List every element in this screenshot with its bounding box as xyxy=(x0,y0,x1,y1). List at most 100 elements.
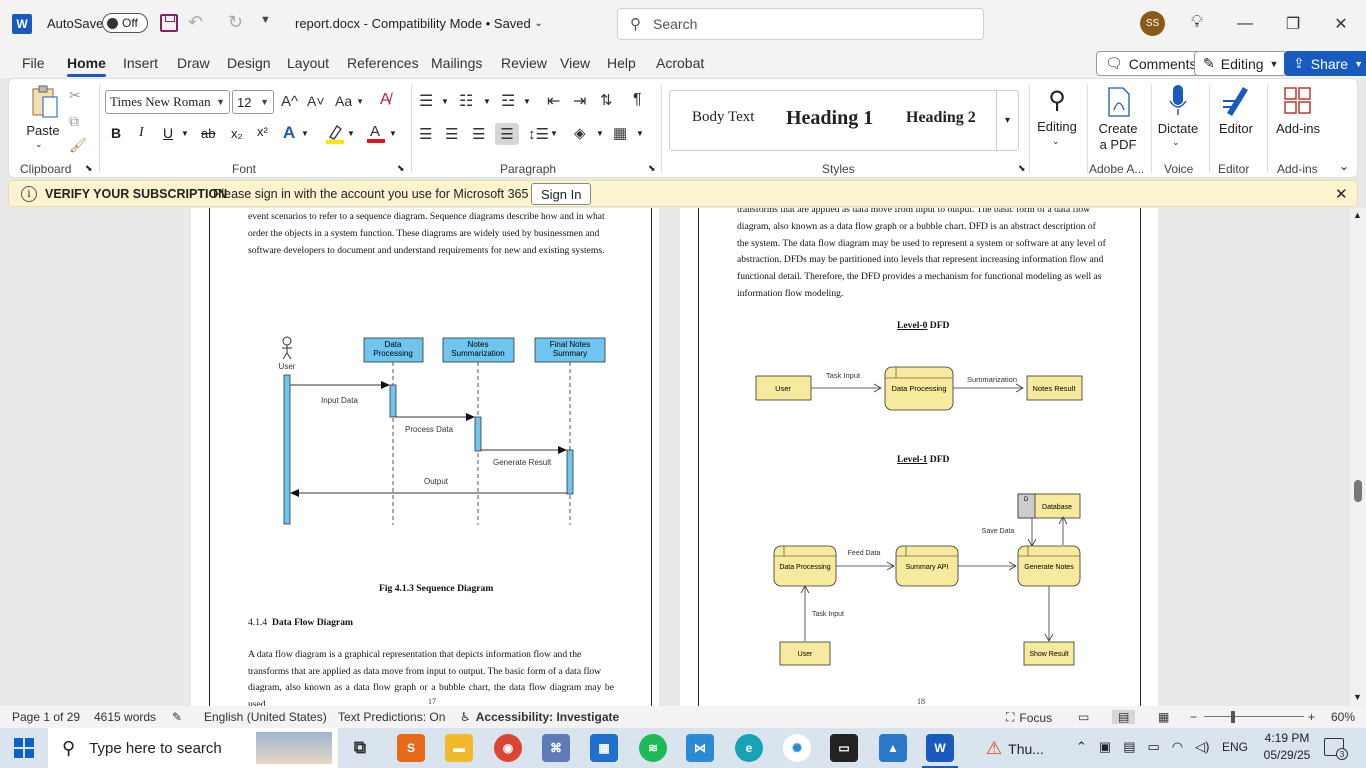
editing-mode-button[interactable]: ✎Editing▼ xyxy=(1194,51,1288,76)
web-layout-icon[interactable]: ▦ xyxy=(1158,710,1170,724)
undo-icon[interactable]: ↶ xyxy=(188,12,204,32)
photos-icon[interactable]: ▲ xyxy=(879,734,907,762)
tab-mailings[interactable]: Mailings xyxy=(431,55,483,71)
editing-group-button[interactable]: Editing xyxy=(1037,119,1077,134)
chevron-down-icon[interactable]: ▼ xyxy=(550,129,558,138)
chevron-down-icon[interactable]: ⌄ xyxy=(1172,137,1180,147)
chevron-down-icon[interactable]: ▼ xyxy=(181,129,189,138)
terminal-icon[interactable]: ▭ xyxy=(830,734,858,762)
scrollbar-thumb[interactable] xyxy=(1354,480,1362,502)
tab-layout[interactable]: Layout xyxy=(287,55,330,71)
zoom-level[interactable]: 60% xyxy=(1331,710,1356,724)
task-view-icon[interactable]: ⧉ xyxy=(353,738,367,757)
document-title[interactable]: report.docx - Compatibility Mode • Saved… xyxy=(295,16,543,31)
tab-help[interactable]: Help xyxy=(607,55,636,71)
grow-font-icon[interactable]: A^ xyxy=(281,93,299,110)
increase-indent-icon[interactable]: ⇥ xyxy=(573,93,587,110)
numbering-icon[interactable]: ☷ xyxy=(459,93,474,110)
style-heading-2[interactable]: Heading 2 xyxy=(906,109,976,126)
save-icon[interactable] xyxy=(160,14,178,32)
app-icon[interactable]: ✺ xyxy=(783,734,811,762)
shrink-font-icon[interactable]: A˅ xyxy=(307,93,325,109)
network-app-icon[interactable]: ⌘ xyxy=(542,734,570,762)
subscript-button[interactable]: x₂ xyxy=(231,126,243,141)
wifi-icon[interactable]: ◠ xyxy=(1171,739,1184,754)
text-predictions-status[interactable]: Text Predictions: On xyxy=(338,710,446,724)
word-taskbar-icon[interactable]: W xyxy=(926,734,954,762)
tab-acrobat[interactable]: Acrobat xyxy=(656,55,705,71)
clock-time[interactable]: 4:19 PM xyxy=(1264,731,1310,745)
format-painter-icon[interactable]: 🖌︎ xyxy=(69,137,87,153)
scroll-up-icon[interactable]: ▲ xyxy=(1353,210,1362,220)
multilevel-list-icon[interactable]: ☲ xyxy=(501,93,516,110)
tab-references[interactable]: References xyxy=(347,55,419,71)
tab-view[interactable]: View xyxy=(560,55,591,71)
tab-insert[interactable]: Insert xyxy=(123,55,159,71)
windows-start-icon[interactable] xyxy=(14,738,34,758)
sort-icon[interactable]: ⇅ xyxy=(600,92,613,109)
dialog-launcher-icon[interactable]: ⬊ xyxy=(1018,163,1026,173)
dialog-launcher-icon[interactable]: ⬊ xyxy=(648,163,656,173)
volume-icon[interactable]: ◁) xyxy=(1195,739,1210,754)
taskbar-search-input[interactable]: ⚲ Type here to search xyxy=(48,728,338,768)
vertical-scrollbar[interactable]: ▲ ▼ xyxy=(1350,208,1366,706)
tab-file[interactable]: File xyxy=(22,55,45,71)
battery-icon[interactable]: ▭ xyxy=(1147,739,1160,754)
search-input[interactable]: ⚲ Search xyxy=(617,8,984,40)
addins-icon[interactable] xyxy=(1283,85,1313,117)
redo-icon[interactable]: ↻ xyxy=(228,12,244,32)
find-icon[interactable]: ⚲ xyxy=(1048,86,1066,114)
autosave-toggle[interactable]: Off xyxy=(102,13,148,33)
chevron-down-icon[interactable]: ▼ xyxy=(441,97,449,106)
copy-icon[interactable]: ⧉ xyxy=(69,113,79,129)
zoom-out-icon[interactable]: − xyxy=(1190,710,1198,724)
create-pdf-button-line2[interactable]: a PDF xyxy=(1099,137,1137,152)
clock-date[interactable]: 05/29/25 xyxy=(1263,748,1311,762)
superscript-button[interactable]: x² xyxy=(257,124,268,139)
zoom-slider[interactable] xyxy=(1204,716,1304,717)
borders-icon[interactable]: ▦ xyxy=(613,125,628,142)
focus-button[interactable]: ⛶Focus xyxy=(1006,710,1052,725)
edge-icon[interactable]: e xyxy=(735,734,763,762)
spotify-icon[interactable]: ≋ xyxy=(639,734,667,762)
chevron-down-icon[interactable]: ▼ xyxy=(523,97,531,106)
font-color-icon[interactable]: A xyxy=(366,121,386,145)
language-status[interactable]: English (United States) xyxy=(204,710,327,724)
lightbulb-icon[interactable]: 💡︎ xyxy=(1191,12,1203,31)
editor-icon[interactable] xyxy=(1221,83,1251,119)
italic-button[interactable]: I xyxy=(139,125,144,140)
style-heading-1[interactable]: Heading 1 xyxy=(786,107,874,129)
scroll-down-icon[interactable]: ▼ xyxy=(1353,692,1362,702)
minimize-button[interactable]: — xyxy=(1237,15,1253,32)
font-name-select[interactable]: Times New Roman▼ xyxy=(105,90,230,114)
create-pdf-button[interactable]: Create xyxy=(1098,121,1138,136)
text-effects-icon[interactable]: A xyxy=(283,123,296,142)
tray-device-icon[interactable]: ▤ xyxy=(1123,739,1136,754)
zoom-in-icon[interactable]: + xyxy=(1308,710,1316,724)
justify-icon[interactable]: ☰ xyxy=(495,123,519,145)
clear-formatting-icon[interactable]: A̸ xyxy=(380,91,391,108)
align-right-icon[interactable]: ☰ xyxy=(472,126,486,143)
tab-home[interactable]: Home xyxy=(67,55,106,77)
font-size-select[interactable]: 12▼ xyxy=(232,90,274,114)
page-count[interactable]: Page 1 of 29 xyxy=(12,710,81,724)
chevron-down-icon[interactable]: ▼ xyxy=(483,97,491,106)
sign-in-button[interactable]: Sign In xyxy=(531,183,592,205)
language-indicator[interactable]: ENG xyxy=(1222,740,1249,754)
decrease-indent-icon[interactable]: ⇤ xyxy=(547,93,561,110)
editor-button[interactable]: Editor xyxy=(1219,121,1253,136)
tab-review[interactable]: Review xyxy=(501,55,547,71)
vscode-icon[interactable]: ⋈ xyxy=(686,734,714,762)
print-layout-icon[interactable]: ▤ xyxy=(1112,710,1136,724)
chrome-icon[interactable]: ◉ xyxy=(494,734,522,762)
proofing-icon[interactable]: ✎ xyxy=(172,710,183,724)
show-formatting-marks-icon[interactable]: ¶ xyxy=(633,91,642,108)
page-18[interactable]: transforms that are applied as data move… xyxy=(680,208,1158,706)
align-left-icon[interactable]: ☰ xyxy=(419,126,433,143)
bold-button[interactable]: B xyxy=(111,125,122,141)
restore-button[interactable]: ❐ xyxy=(1285,16,1301,33)
accessibility-status[interactable]: ♿︎Accessibility: Investigate xyxy=(460,710,619,724)
notification-center-icon[interactable]: 3 xyxy=(1324,738,1348,760)
tab-design[interactable]: Design xyxy=(227,55,271,71)
customize-quick-access-icon[interactable]: ▼ xyxy=(260,14,271,26)
